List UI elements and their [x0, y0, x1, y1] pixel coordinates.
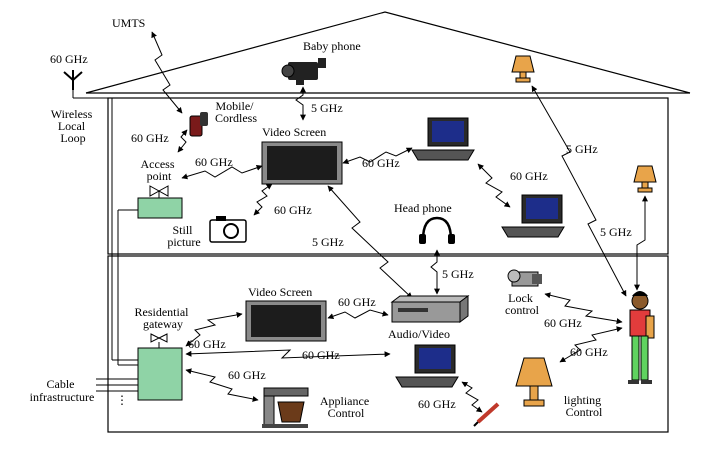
video-screen-icon-lower — [245, 300, 327, 342]
lock-control-label: Lock control — [505, 291, 540, 317]
umts-label: UMTS — [112, 16, 145, 30]
camera-icon — [209, 216, 247, 243]
laptop-icon-upper-2 — [501, 194, 565, 238]
audio-video-icon — [390, 295, 470, 323]
cable-infrastructure-label: Cable infrastructure — [30, 377, 95, 404]
appliance-control-label: Appliance Control — [320, 394, 372, 420]
residential-gateway-label: Residential gateway — [135, 305, 192, 331]
lamp-icon-lighting — [515, 357, 553, 407]
headphone-freq-label: 5 GHz — [442, 267, 474, 281]
audio-video-label: Audio/Video — [388, 327, 450, 341]
video-screen-icon-upper — [261, 141, 343, 185]
lamp-icon-top — [511, 55, 535, 83]
antenna-icon — [63, 70, 83, 90]
ap-screen-link — [181, 164, 263, 180]
lamp-right-freq-label: 5 GHz — [600, 225, 632, 239]
access-point-icon — [137, 185, 183, 219]
laptop-icon-lower — [395, 344, 459, 388]
lamp-top-person-link — [531, 85, 627, 297]
baby-phone-label: Baby phone — [303, 39, 361, 53]
video-screen-upper-label: Video Screen — [262, 125, 326, 139]
baby-phone-link — [295, 86, 306, 121]
access-point-label: Access point — [141, 157, 178, 183]
laptop-pen-link — [461, 381, 483, 413]
mobile-phone-icon — [189, 112, 208, 137]
lamp-icon-right — [633, 165, 657, 193]
lock-person-link — [544, 292, 623, 325]
video-screen-lower-label: Video Screen — [248, 285, 312, 299]
screen-laptop-link — [342, 147, 413, 165]
wireless-local-loop-label: Wireless Local Loop — [51, 107, 96, 145]
screen-av-freq-label: 5 GHz — [312, 235, 344, 249]
roof — [85, 11, 691, 94]
headphone-link — [430, 249, 440, 295]
still-picture-label: Still picture — [167, 223, 200, 249]
residential-gateway-icon — [137, 333, 183, 401]
screen-av-lower-freq-label: 60 GHz — [338, 295, 376, 309]
laptop-link-freq-label: 60 GHz — [510, 169, 548, 183]
screen-laptop-freq-label: 60 GHz — [362, 156, 400, 170]
lamp-top-freq-label: 5 GHz — [566, 142, 598, 156]
head-phone-label: Head phone — [394, 201, 452, 215]
pen-icon — [473, 402, 500, 427]
camcorder-icon — [281, 58, 326, 85]
laptop-pen-freq-label: 60 GHz — [418, 397, 456, 411]
antenna-freq-label: 60 GHz — [50, 52, 88, 66]
baby-phone-freq-label: 5 GHz — [311, 101, 343, 115]
lamp-right-person-link — [634, 195, 648, 291]
lock-freq-label: 60 GHz — [544, 316, 582, 330]
lighting-control-label: lighting Control — [564, 393, 604, 419]
wiring — [72, 85, 138, 392]
camera-freq-label: 60 GHz — [274, 203, 312, 217]
person-icon — [628, 291, 655, 384]
screen-av-lower-link — [327, 309, 389, 320]
gw-laptop-freq-label: 60 GHz — [302, 348, 340, 362]
camera-screen-link — [253, 183, 273, 216]
gw-appliance-link — [185, 368, 259, 402]
mobile-cordless-label: Mobile/ Cordless — [215, 99, 257, 125]
ap-screen-freq-label: 60 GHz — [195, 155, 233, 169]
laptop-icon-upper-1 — [411, 117, 475, 161]
lock-icon — [507, 269, 542, 287]
gw-appliance-freq-label: 60 GHz — [228, 368, 266, 382]
lighting-freq-label: 60 GHz — [570, 345, 608, 359]
mobile-freq-label: 60 GHz — [131, 131, 169, 145]
umts-link — [151, 31, 183, 114]
screen-av-link — [327, 185, 413, 299]
gw-screen-link — [185, 311, 243, 347]
laptop-laptop-link — [477, 163, 511, 208]
lighting-person-link — [559, 326, 623, 363]
coffee-maker-icon — [262, 387, 309, 428]
headphone-icon — [419, 216, 455, 244]
mobile-ap-link — [177, 129, 188, 153]
ellipsis: ⋮ — [116, 393, 128, 407]
gw-screen-freq-label: 60 GHz — [188, 337, 226, 351]
gw-laptop-link — [185, 349, 391, 359]
